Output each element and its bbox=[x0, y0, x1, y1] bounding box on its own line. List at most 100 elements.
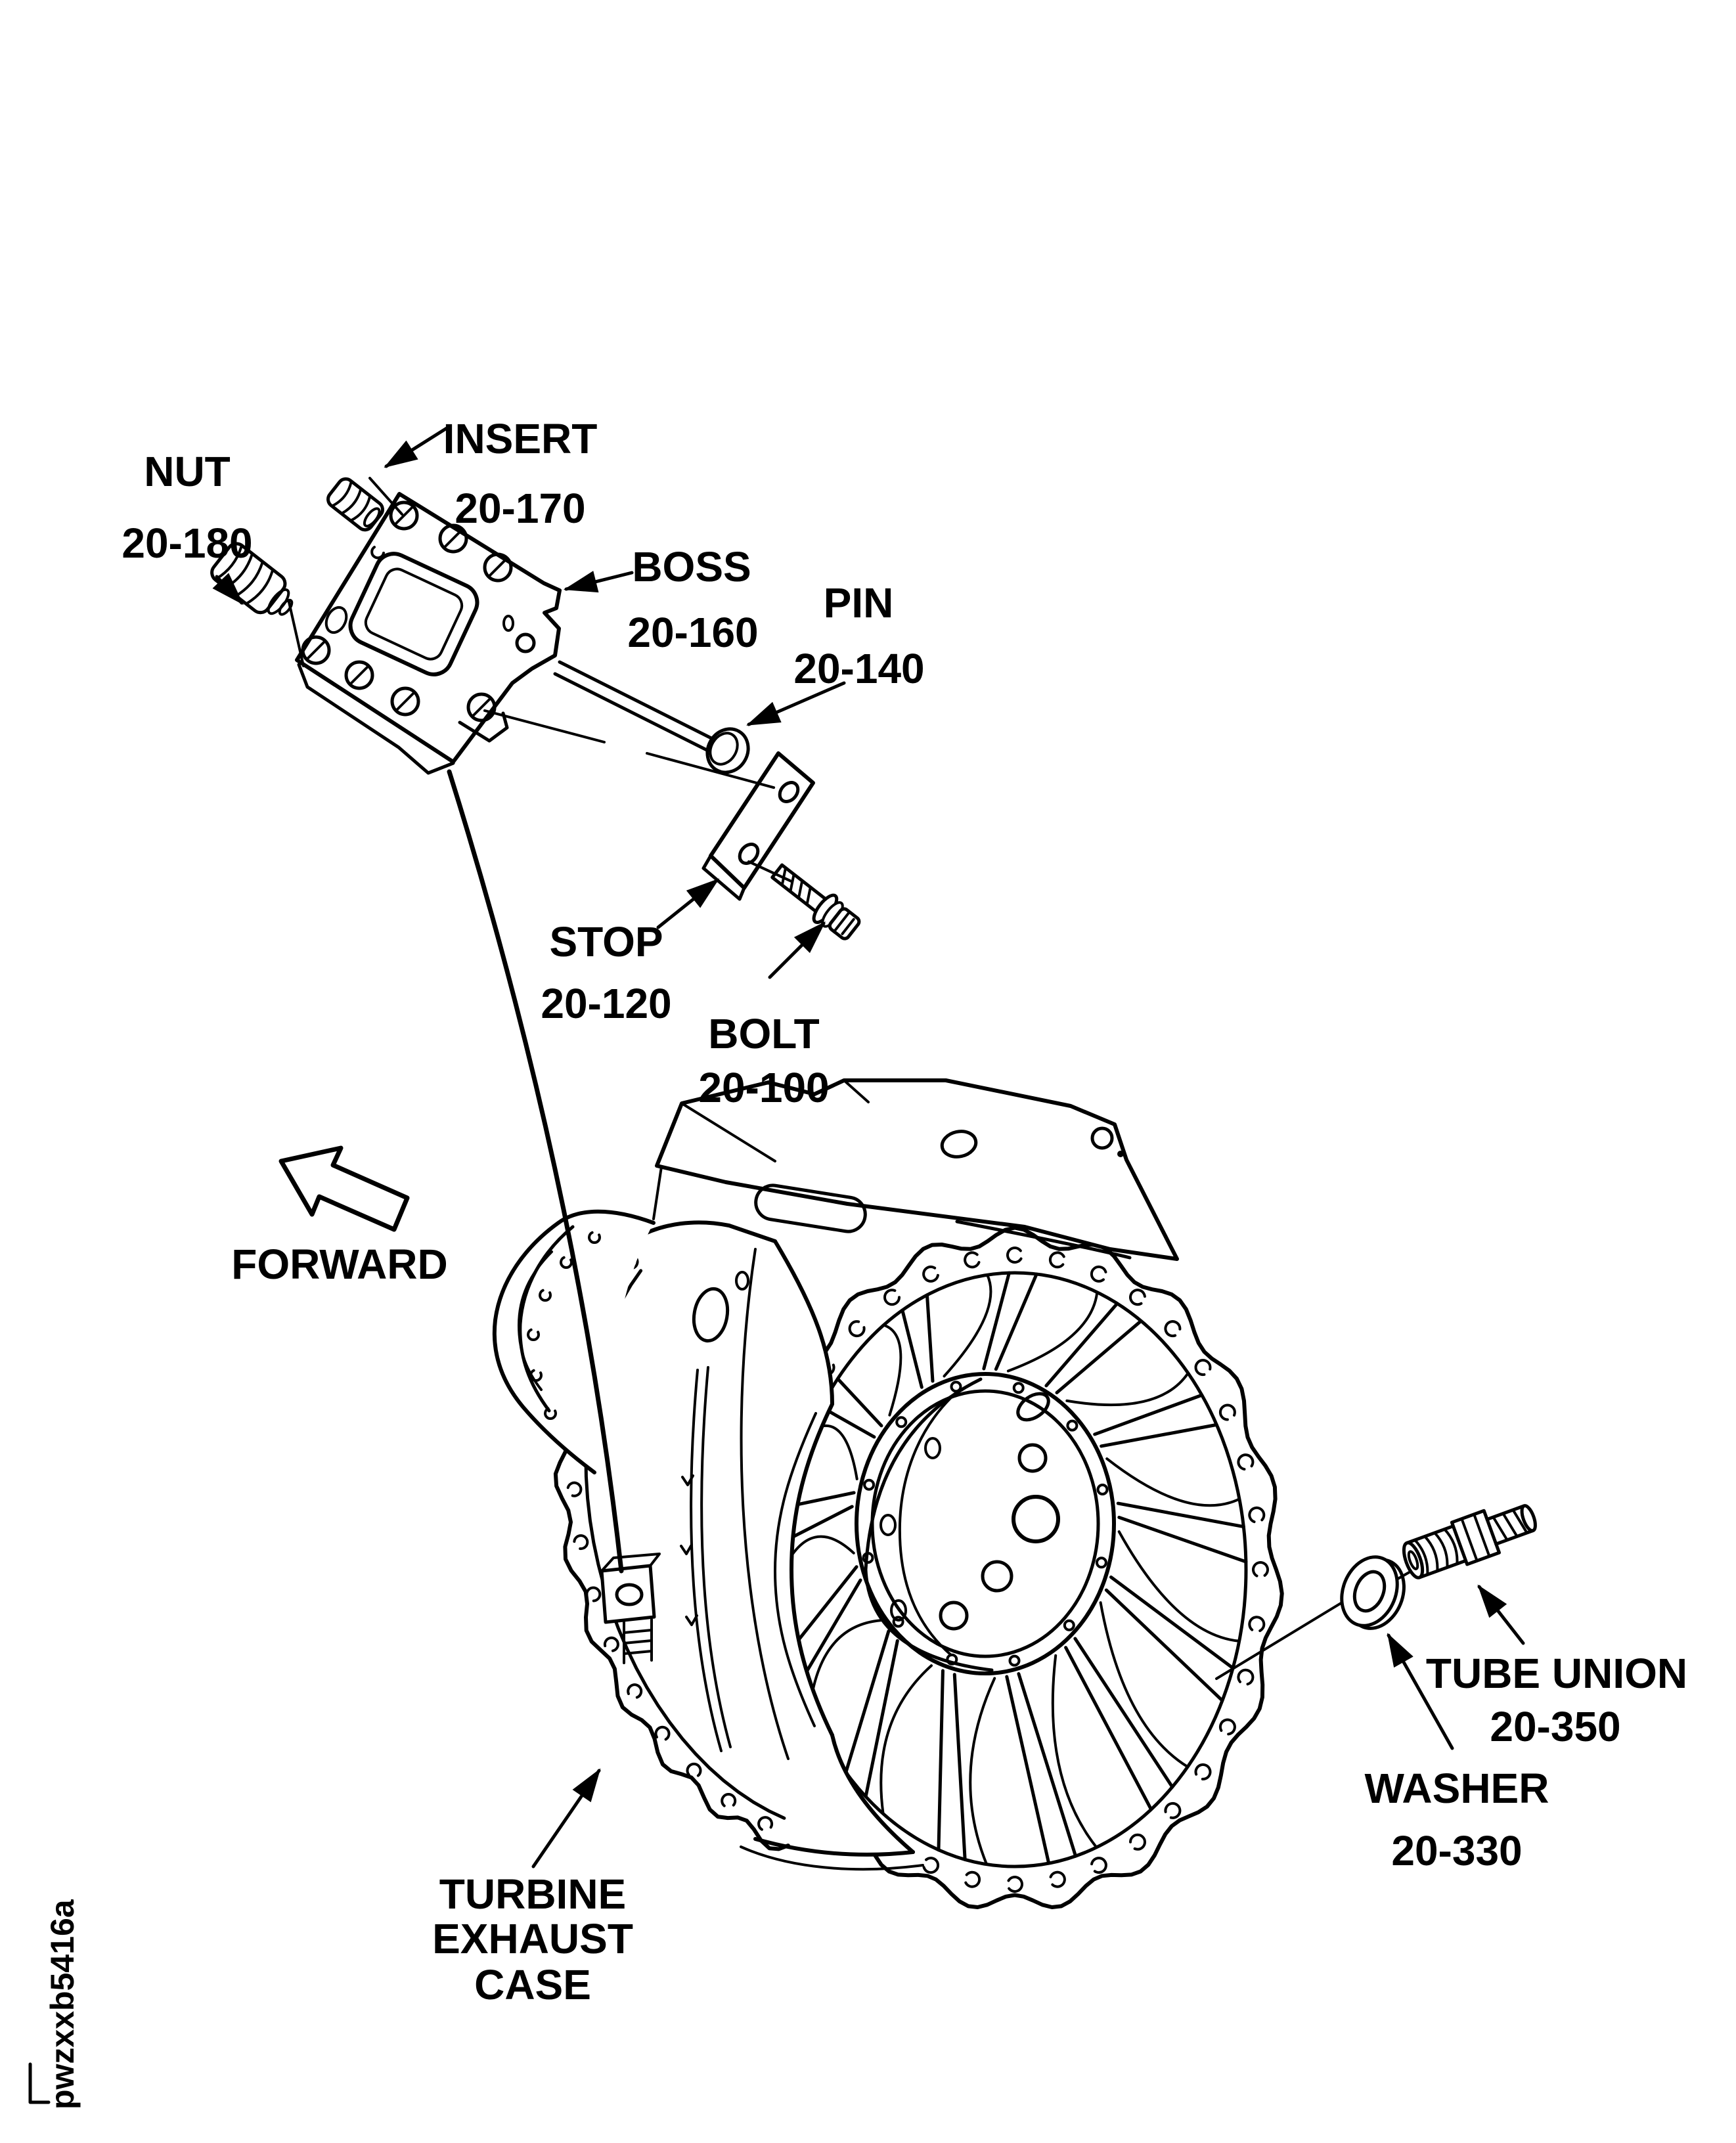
boss-arrow bbox=[563, 571, 634, 593]
part-labels: NUT 20-180 INSERT 20-170 BOSS 20-160 PIN… bbox=[122, 415, 1687, 2008]
stop-part bbox=[701, 751, 815, 901]
drum-small-hole bbox=[735, 1271, 749, 1291]
label-pin-number: 20-140 bbox=[793, 645, 924, 692]
bolt-arrow bbox=[768, 921, 826, 979]
label-bolt-name: BOLT bbox=[708, 1010, 819, 1057]
label-nut-name: NUT bbox=[144, 448, 231, 495]
end-bell bbox=[492, 1161, 663, 1482]
forward-arrow-icon bbox=[278, 1145, 410, 1232]
label-pin-name: PIN bbox=[824, 579, 894, 627]
label-nut-number: 20-180 bbox=[122, 519, 252, 567]
seam-tick-1 bbox=[681, 1474, 694, 1486]
turbine-exhaust-case-label: TURBINE EXHAUST CASE bbox=[432, 1870, 633, 2008]
forward-label: FORWARD bbox=[231, 1241, 447, 1288]
washer-part bbox=[1340, 1555, 1406, 1630]
boss-plate-tab bbox=[458, 711, 509, 743]
drum-seam-line-2 bbox=[700, 1366, 732, 1748]
hub-hole-bottom bbox=[939, 1601, 969, 1631]
drum-rear-edge-inner bbox=[774, 1412, 817, 1727]
label-bolt-number: 20-100 bbox=[698, 1064, 829, 1111]
end-bell-outline bbox=[492, 1209, 656, 1474]
figure-code-text: pwzxxb5416a bbox=[44, 1899, 81, 2110]
label-washer-name: WASHER bbox=[1365, 1765, 1549, 1812]
washer-arrow bbox=[1387, 1633, 1454, 1750]
drum-bottom-edge bbox=[753, 1837, 915, 1857]
case-label-line1: TURBINE bbox=[439, 1870, 626, 1918]
label-washer: WASHER 20-330 bbox=[1365, 1765, 1549, 1874]
turbine-exhaust-case-drawing bbox=[492, 1078, 1284, 1909]
tube-union-arrow bbox=[1477, 1584, 1525, 1645]
drum-oval-port bbox=[692, 1287, 730, 1343]
seam-tick-2 bbox=[680, 1543, 693, 1555]
boss-location-leader bbox=[447, 769, 624, 1574]
insert-arrow bbox=[384, 426, 449, 468]
label-tube-union: TUBE UNION 20-350 bbox=[1426, 1650, 1687, 1750]
hub-rim-holes bbox=[862, 1381, 1109, 1667]
hub-casting-edge bbox=[898, 1396, 952, 1656]
bracket-hole-right bbox=[1090, 1126, 1114, 1150]
bracket-dot bbox=[1117, 1151, 1124, 1157]
pin-arrow bbox=[746, 681, 846, 726]
drum-bottom-edge-2 bbox=[740, 1845, 924, 1871]
label-pin: PIN 20-140 bbox=[793, 579, 924, 692]
label-boss-number: 20-160 bbox=[627, 609, 758, 656]
label-nut: NUT 20-180 bbox=[122, 448, 252, 567]
drum-ring-junction bbox=[955, 1220, 1132, 1260]
hub-dome-edge bbox=[864, 1377, 994, 1672]
drum-lower-rear-edge bbox=[830, 1733, 915, 1854]
bell-to-bracket-line bbox=[652, 1161, 663, 1220]
boss-window-inner bbox=[364, 567, 464, 661]
hub-hole-mid bbox=[1017, 1443, 1048, 1473]
boss-mount-block bbox=[600, 1553, 661, 1664]
nut-arrow bbox=[212, 573, 244, 606]
label-bolt: BOLT 20-100 bbox=[698, 1010, 829, 1111]
tube-union-part bbox=[1402, 1504, 1537, 1580]
hub bbox=[855, 1372, 1116, 1675]
figure-code: pwzxxb5416a bbox=[28, 1899, 81, 2110]
boss-plate bbox=[295, 492, 562, 775]
drum-panel-line bbox=[740, 1248, 790, 1760]
boss-assembly-drawing bbox=[210, 477, 861, 1574]
boss-plate-thickness bbox=[297, 663, 455, 775]
turbine-case-arrow bbox=[531, 1768, 601, 1868]
pin-part bbox=[553, 660, 750, 774]
boss-window-corner-oval bbox=[324, 606, 348, 634]
hub-hole-low bbox=[981, 1560, 1013, 1593]
drum-body bbox=[561, 1220, 1132, 1871]
label-insert-number: 20-170 bbox=[455, 485, 585, 532]
insert-part bbox=[326, 477, 384, 532]
boss-lug-oval bbox=[502, 615, 514, 632]
seam-tick-3 bbox=[685, 1614, 698, 1626]
label-stop: STOP 20-120 bbox=[541, 918, 671, 1027]
figure-code-bracket bbox=[28, 2062, 51, 2104]
label-boss-name: BOSS bbox=[632, 543, 751, 590]
drum-rear-edge bbox=[773, 1239, 834, 1737]
boss-lug-hole bbox=[515, 632, 536, 653]
bracket-slot bbox=[754, 1183, 867, 1233]
boss-plate-thread-holes bbox=[301, 500, 513, 722]
label-washer-number: 20-330 bbox=[1391, 1827, 1522, 1874]
callout-arrows bbox=[212, 426, 1525, 1868]
hub-hole-small-top bbox=[1016, 1392, 1050, 1422]
hub-hole-large bbox=[1012, 1495, 1060, 1543]
label-stop-number: 20-120 bbox=[541, 980, 671, 1027]
bracket-hole-left bbox=[940, 1130, 978, 1159]
label-insert-name: INSERT bbox=[443, 415, 598, 462]
label-tube-union-name: TUBE UNION bbox=[1426, 1650, 1687, 1697]
stop-arrow bbox=[656, 878, 720, 929]
label-tube-union-number: 20-350 bbox=[1490, 1703, 1620, 1750]
case-label-line2: EXHAUST bbox=[432, 1915, 633, 1962]
end-bell-arc-2 bbox=[518, 1250, 553, 1391]
fan-vanes bbox=[782, 1271, 1248, 1866]
assembly-leader-lines bbox=[288, 477, 793, 883]
label-stop-name: STOP bbox=[549, 918, 663, 965]
boss-window-outer bbox=[348, 552, 479, 676]
top-bracket bbox=[655, 1078, 1179, 1261]
label-boss: BOSS 20-160 bbox=[627, 543, 758, 656]
bolt-part bbox=[770, 863, 861, 940]
drum-seam-line-1 bbox=[690, 1369, 723, 1752]
washer-union-drawing bbox=[1215, 1504, 1537, 1680]
label-insert: INSERT 20-170 bbox=[443, 415, 598, 532]
